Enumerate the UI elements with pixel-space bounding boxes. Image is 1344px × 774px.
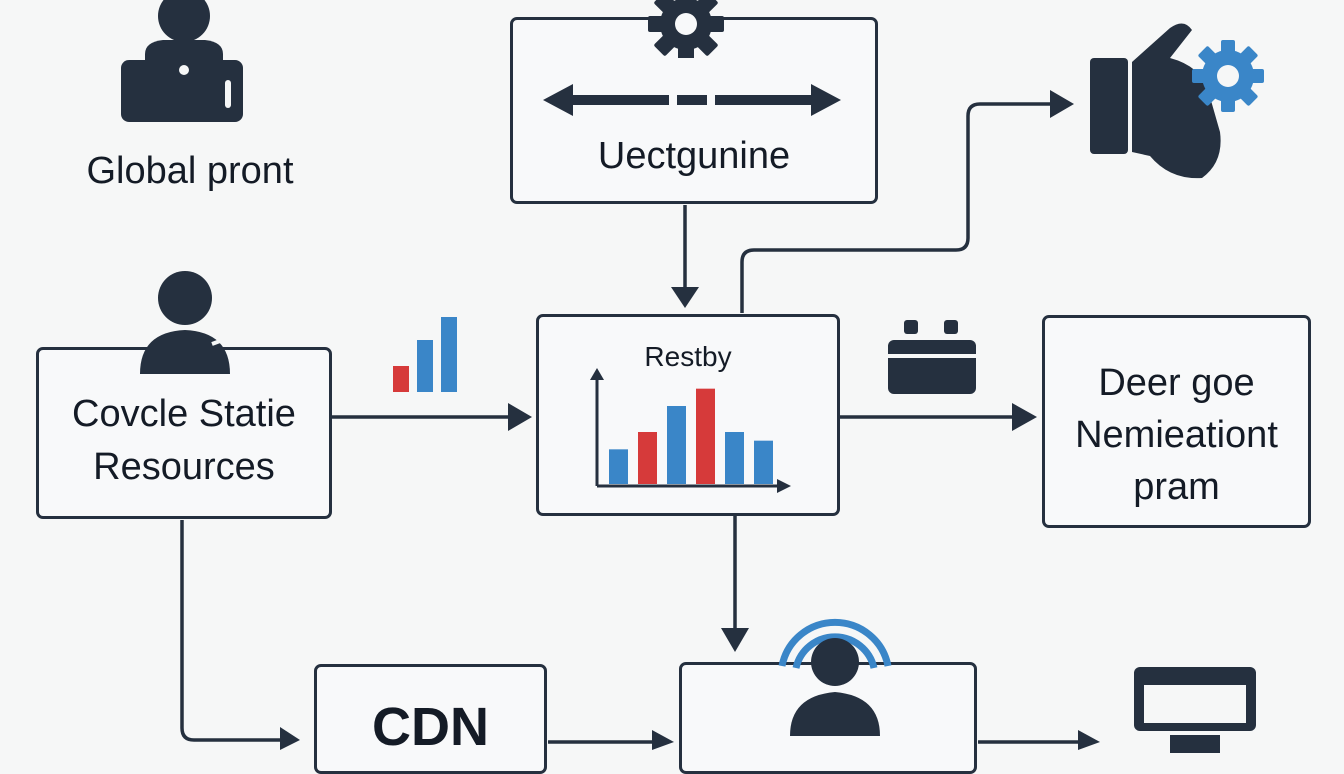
monitor-icon	[1134, 667, 1256, 753]
mini-bar-chart-icon	[393, 317, 457, 392]
engine-label: Uectgunine	[597, 135, 791, 177]
deer-box	[1042, 315, 1311, 528]
chart-bar-5	[725, 432, 744, 484]
arrowhead-to-restby	[508, 403, 532, 431]
connector-restby-to-hand	[740, 102, 1060, 313]
chart-bar-4	[696, 388, 715, 484]
arrowhead-to-hand	[1050, 90, 1074, 118]
restby-label: Restby	[644, 341, 732, 372]
user-icon	[140, 271, 230, 374]
global-front-label: Global pront	[86, 150, 294, 192]
deer-label-line1: Deer goe	[1098, 362, 1255, 404]
cdn-label: CDN	[372, 697, 489, 757]
hand-gear-icon	[1090, 23, 1264, 179]
restby-box	[536, 314, 840, 516]
chart-x-axis-arrow	[777, 479, 791, 493]
arrowhead-to-deer	[1012, 403, 1037, 431]
resources-label-line1: Covcle Statie	[72, 393, 296, 435]
arrowhead-to-monitor	[1078, 730, 1100, 750]
user-laptop-icon	[121, 0, 243, 122]
double-arrow-icon	[543, 84, 841, 116]
arrowhead-to-broadcast	[652, 730, 674, 750]
resources-box	[36, 347, 332, 519]
arrowhead-engine-restby	[671, 287, 699, 308]
deer-label-line2: Nemieationt	[1075, 414, 1278, 456]
arrowhead-restby-down	[721, 628, 749, 652]
connector-resources-to-cdn	[180, 520, 290, 742]
connectors-layer	[180, 90, 1100, 750]
chart-y-axis-arrow	[590, 368, 604, 380]
gear-icon	[648, 0, 724, 58]
chart-bar-3	[667, 406, 686, 484]
deer-label-line3: pram	[1133, 466, 1220, 508]
resources-label-line2: Resources	[93, 446, 275, 488]
battery-icon	[888, 320, 976, 394]
arrowhead-to-cdn	[280, 727, 300, 750]
chart-bar-6	[754, 440, 773, 484]
chart-bar-2	[638, 432, 657, 484]
diagram-canvas: Global pront Uectgunine Covcle Statie Re…	[36, 0, 1311, 774]
chart-bar-1	[609, 449, 628, 484]
bar-chart-icon	[590, 368, 791, 493]
broadcast-user-icon	[778, 618, 892, 736]
